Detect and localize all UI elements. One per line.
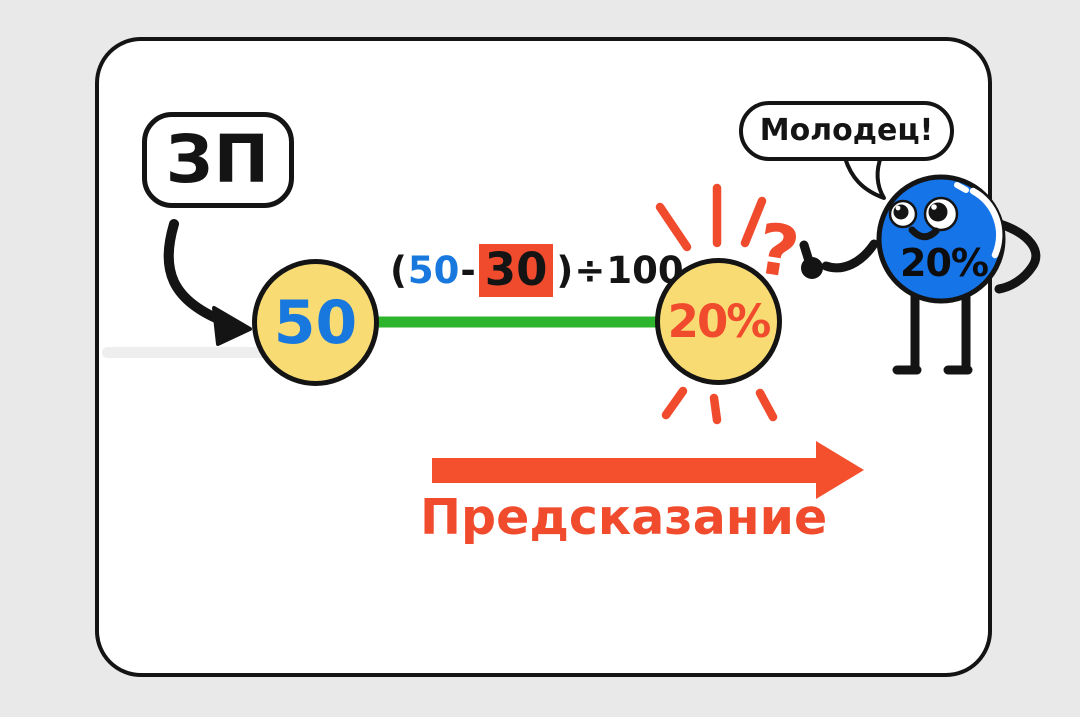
salary-node-value: 50 [273, 287, 358, 358]
formula-open-paren: ( [390, 248, 407, 292]
mascot-legs [892, 287, 973, 375]
prediction-node-value: 20% [667, 295, 772, 348]
mascot-shine [954, 182, 1003, 259]
salary-tag-label: ЗП [165, 121, 271, 198]
formula-close-paren: ) [556, 248, 574, 292]
prediction-node: 20% [655, 258, 782, 385]
salary-tag: ЗП [142, 112, 294, 208]
speech-bubble: Молодец! [739, 101, 954, 161]
prediction-caption: Предсказание [420, 488, 828, 546]
mascot-character [799, 155, 1041, 375]
speech-bubble-text: Молодец! [759, 113, 934, 148]
prediction-arrow-icon [432, 441, 864, 499]
formula-subtrahend-highlight: 30 [478, 243, 554, 297]
mascot-body-label: 20% [900, 241, 989, 285]
mascot-smile [908, 226, 940, 241]
shine-rays-icon [655, 183, 778, 425]
speech-bubble-tail [843, 155, 886, 200]
formula: ( 50 - 30 ) ÷ 100 [390, 241, 684, 299]
formula-minus-sign: - [460, 248, 476, 292]
formula-divide-sign: ÷ [574, 248, 606, 292]
mascot-eyes [888, 196, 959, 232]
mascot-thumbs-up-arm [799, 239, 879, 279]
flow-arrow-icon [163, 219, 252, 346]
mascot-arm-akimbo [994, 219, 1041, 294]
salary-node: 50 [252, 259, 379, 386]
formula-minuend: 50 [407, 248, 460, 292]
